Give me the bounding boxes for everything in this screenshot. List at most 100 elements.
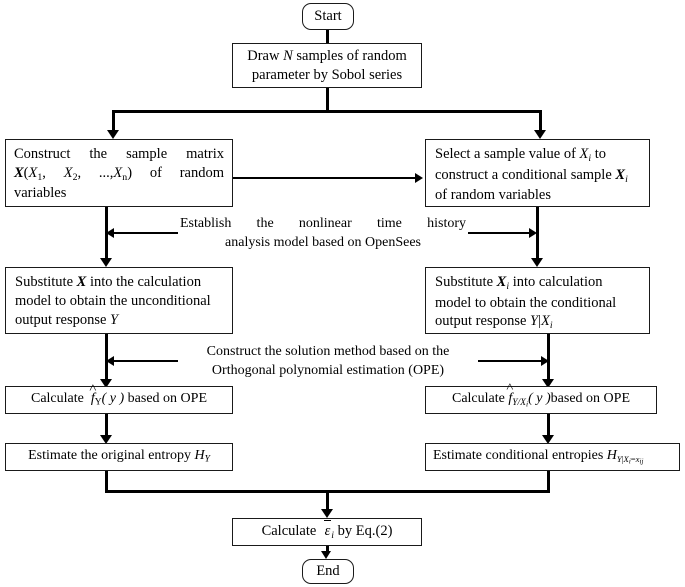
sx-line1: Substitute X into the calculation <box>15 273 224 292</box>
connector-estimatehy-down <box>105 471 108 493</box>
sx-text-b: into the calculation <box>86 274 202 290</box>
node-estimate-hy[interactable]: Estimate the original entropy HY <box>5 443 233 471</box>
fy-text-a: Calculate <box>30 391 84 407</box>
node-calc-epsilon[interactable]: Calculate εi by Eq.(2) <box>232 518 422 546</box>
arrowhead-to-construct-matrix <box>107 130 119 139</box>
node-calc-fyxi[interactable]: Calculate fY/Xi( y )based on OPE <box>425 386 657 414</box>
connector-calcfy-down <box>105 414 108 438</box>
cm-comma1: , <box>42 164 64 181</box>
node-draw-samples-label: Draw N samples of random parameter by So… <box>247 47 406 85</box>
cm-line3: variables <box>14 185 67 202</box>
fy-arg: ( y ) <box>101 391 125 407</box>
annotation-opensees-line1: Establish the nonlinear time history <box>178 215 468 234</box>
hc-sub-eq: = <box>630 454 636 465</box>
arrowhead-calcfyxi-to-estimatecond <box>542 435 554 444</box>
fyx-sub-i: i <box>526 399 529 409</box>
ss-text-a: Select a sample value of <box>435 146 580 162</box>
connector-split-bus <box>112 110 542 113</box>
node-estimate-cond-label: Estimate conditional entropies HY|Xi=xij <box>433 447 643 466</box>
annotation-ope-line1: Construct the solution method based on t… <box>178 343 478 362</box>
sxi-text-b: into calculation <box>509 274 603 290</box>
annotation-opensees: Establish the nonlinear time history ana… <box>178 215 468 253</box>
node-select-sample[interactable]: Select a sample value of Xi to construct… <box>425 139 650 207</box>
node-construct-matrix-label: Construct the sample matrix X(X1, X2, ..… <box>14 145 224 203</box>
cm-Xn-sub: n <box>122 171 128 183</box>
arrowhead-matrix-to-select <box>415 173 423 183</box>
connector-matrix-to-select <box>233 177 417 179</box>
sxi-bar: | <box>538 313 542 330</box>
cm-line1: Construct the sample matrix <box>14 146 224 162</box>
cm-line2: X(X1, X2, ...,Xn) of random <box>14 164 224 185</box>
draw-text-N: N <box>283 47 293 64</box>
arrowhead-opensees-right <box>529 228 537 238</box>
ss-X: X <box>579 146 589 162</box>
node-start[interactable]: Start <box>302 3 354 30</box>
node-substitute-x[interactable]: Substitute X into the calculation model … <box>5 267 233 334</box>
hc-sub-bar: | <box>621 454 624 465</box>
cm-Xn: X <box>113 164 123 181</box>
ss-X-bold: X <box>615 166 626 183</box>
hc-sub-X: X <box>623 454 629 465</box>
draw-text-b: samples of random <box>292 47 407 64</box>
sx-X-bold: X <box>76 274 87 290</box>
arrowhead-substitutex-to-calcfy <box>100 379 112 388</box>
sx-Y: Y <box>110 311 119 328</box>
arrowhead-to-select-sample <box>534 130 546 139</box>
eps-text-a: Calculate <box>261 522 317 539</box>
cm-paren-open: ( <box>23 164 29 181</box>
fyx-sub: Y/Xi <box>512 398 529 409</box>
eps-symbol: ε <box>323 519 332 539</box>
arrowhead-select-to-substitute <box>531 258 543 267</box>
hc-sub: Y|Xi=xij <box>616 454 644 466</box>
node-calc-fy-label: Calculate fY( y ) based on OPE <box>31 390 207 409</box>
connector-select-down <box>536 207 539 260</box>
connector-split-left <box>112 110 115 132</box>
connector-start-to-draw <box>326 30 329 43</box>
draw-text-a: Draw <box>247 47 284 64</box>
fyx-text-b: based on OPE <box>550 391 630 407</box>
annotation-opensees-line2: analysis model based on OpenSees <box>178 233 468 253</box>
hc-sub-ij: ij <box>639 457 644 466</box>
connector-calceps-down <box>326 546 329 554</box>
annotation-ope: Construct the solution method based on t… <box>178 343 478 381</box>
arrowhead-ope-right <box>541 356 549 366</box>
node-calc-fy[interactable]: Calculate fY( y ) based on OPE <box>5 386 233 414</box>
arrowhead-opensees-left <box>106 228 114 238</box>
node-end[interactable]: End <box>302 559 354 584</box>
sxi-text-c: output response <box>435 313 531 330</box>
cm-comma2: , <box>77 164 99 181</box>
sx-line2: model to obtain the unconditional <box>15 292 211 309</box>
arrowhead-matrix-to-substitute <box>100 258 112 267</box>
node-substitute-xi[interactable]: Substitute Xi into calculation model to … <box>425 267 650 334</box>
annotation-ope-line2: Orthogonal polynomial estimation (OPE) <box>178 361 478 381</box>
connector-calcfyxi-down <box>547 414 550 438</box>
cm-X2: X <box>63 164 73 181</box>
cm-X1: X <box>28 164 38 181</box>
fy-sub-Y: Y <box>94 398 102 409</box>
fyx-text-a: Calculate <box>451 391 505 407</box>
fy-text-b: based on OPE <box>127 391 207 407</box>
node-estimate-cond[interactable]: Estimate conditional entropies HY|Xi=xij <box>425 443 680 471</box>
connector-split-right <box>539 110 542 132</box>
sxi-line1: Substitute Xi into calculation <box>435 273 641 294</box>
fyx-f-hat: f <box>508 390 512 408</box>
hc-H: H <box>606 448 617 464</box>
fyx-arg: ( y ) <box>528 391 551 407</box>
node-construct-matrix[interactable]: Construct the sample matrix X(X1, X2, ..… <box>5 139 233 207</box>
node-substitute-xi-label: Substitute Xi into calculation model to … <box>435 273 641 333</box>
hc-sub-Y: Y <box>616 454 622 465</box>
node-draw-samples[interactable]: Draw N samples of random parameter by So… <box>232 43 422 88</box>
ss-text-c: construct a conditional sample <box>435 166 616 183</box>
node-start-label: Start <box>314 8 342 25</box>
sx-text-a: Substitute <box>15 274 77 290</box>
cm-paren-close: ) of random <box>127 164 224 181</box>
cm-X2-sub: 2 <box>72 171 78 183</box>
connector-merge-down <box>326 490 329 512</box>
sxi-Y: Y <box>530 313 539 330</box>
node-substitute-x-label: Substitute X into the calculation model … <box>15 273 224 330</box>
hy-text-a: Estimate the original entropy <box>28 448 195 464</box>
arrowhead-to-end <box>321 551 331 559</box>
hy-sub-Y: Y <box>204 455 210 466</box>
sxi-text-a: Substitute <box>435 274 497 290</box>
hc-sub-i: i <box>628 457 631 466</box>
